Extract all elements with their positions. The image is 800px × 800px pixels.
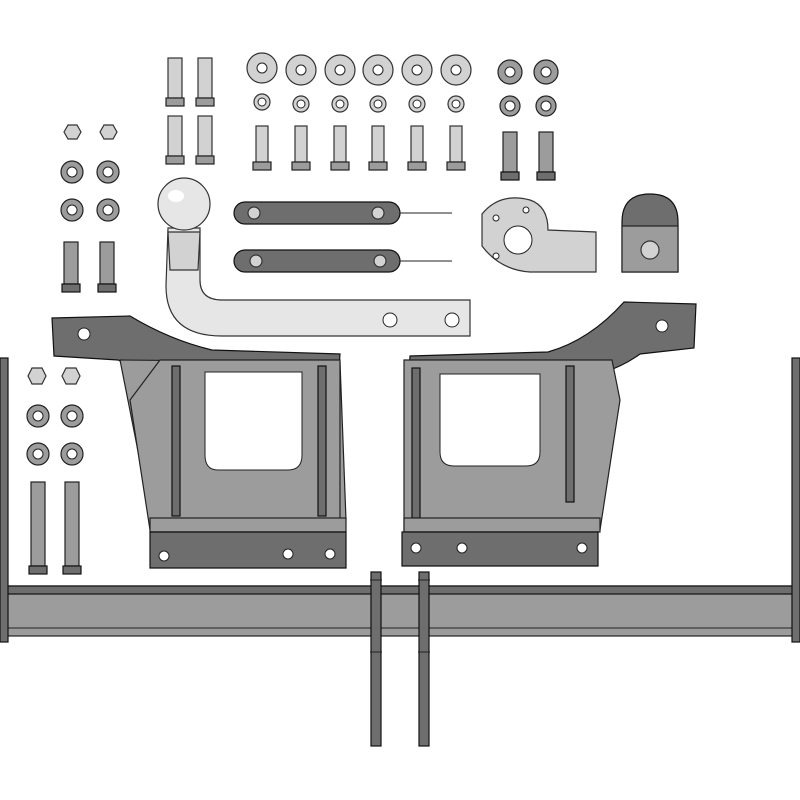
bolt-icon [330, 125, 350, 171]
bolt-icon [291, 125, 311, 171]
top-right-fasteners [497, 59, 559, 181]
socket-mounting-plate-icon [481, 197, 597, 273]
bolt-icon [62, 481, 82, 575]
top-fasteners [165, 52, 472, 171]
tow-ball-arm-icon [157, 177, 471, 337]
hex-nut-icon [99, 124, 118, 140]
hex-nut-icon [63, 124, 82, 140]
hex-nut-icon [61, 367, 81, 385]
left-mounting-bracket-icon [51, 315, 347, 569]
tension-strap-icon [233, 201, 452, 273]
bolt-icon [165, 115, 185, 165]
bolt-icon [61, 241, 81, 293]
bolt-icon [165, 57, 185, 107]
electrical-socket-icon [621, 193, 679, 273]
bolt-icon [97, 241, 117, 293]
bolt-icon [407, 125, 427, 171]
right-mounting-bracket-icon [401, 301, 697, 567]
bolt-icon [195, 57, 215, 107]
bolt-icon [536, 131, 556, 181]
bolt-icon [368, 125, 388, 171]
bolt-icon [446, 125, 466, 171]
crossbar-beam-icon [0, 357, 800, 747]
bolt-icon [252, 125, 272, 171]
bolt-icon [28, 481, 48, 575]
bolt-icon [500, 131, 520, 181]
bolt-icon [195, 115, 215, 165]
left-column-fasteners [26, 124, 120, 575]
hex-nut-icon [27, 367, 47, 385]
